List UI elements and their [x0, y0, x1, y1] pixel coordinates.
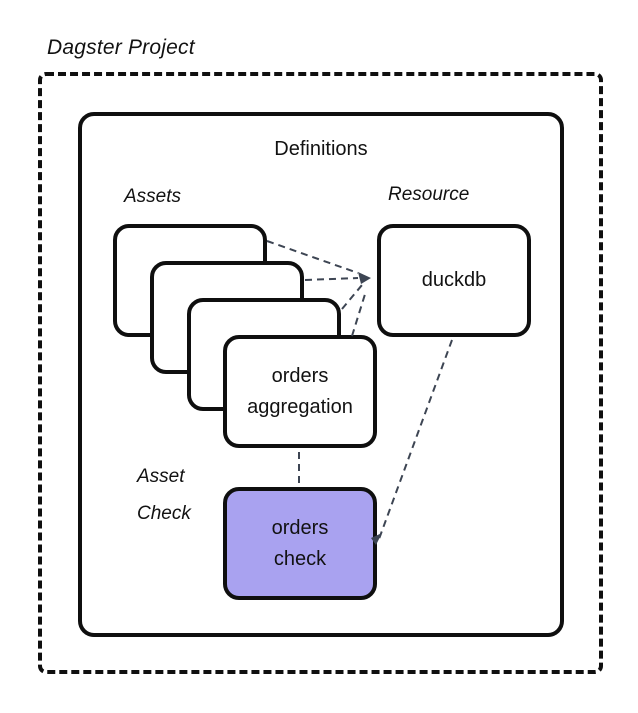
project-title-label: Dagster Project	[47, 36, 195, 59]
orders-aggregation-label: orders aggregation	[247, 364, 353, 418]
resource-card-duckdb: duckdb	[377, 224, 531, 337]
assets-group-label: Assets	[124, 186, 182, 207]
definitions-label: Definitions	[274, 138, 368, 160]
duckdb-label: duckdb	[421, 269, 487, 291]
orders-check-label: orders check	[271, 516, 329, 570]
project-dashed-boundary	[38, 72, 603, 674]
asset-check-card-orders-check: orders check	[223, 487, 377, 600]
resource-group-label: Resource	[388, 184, 470, 205]
asset-card-orders-aggregation: orders aggregation	[223, 335, 377, 448]
asset-check-group-label: Asset Check	[137, 466, 191, 524]
